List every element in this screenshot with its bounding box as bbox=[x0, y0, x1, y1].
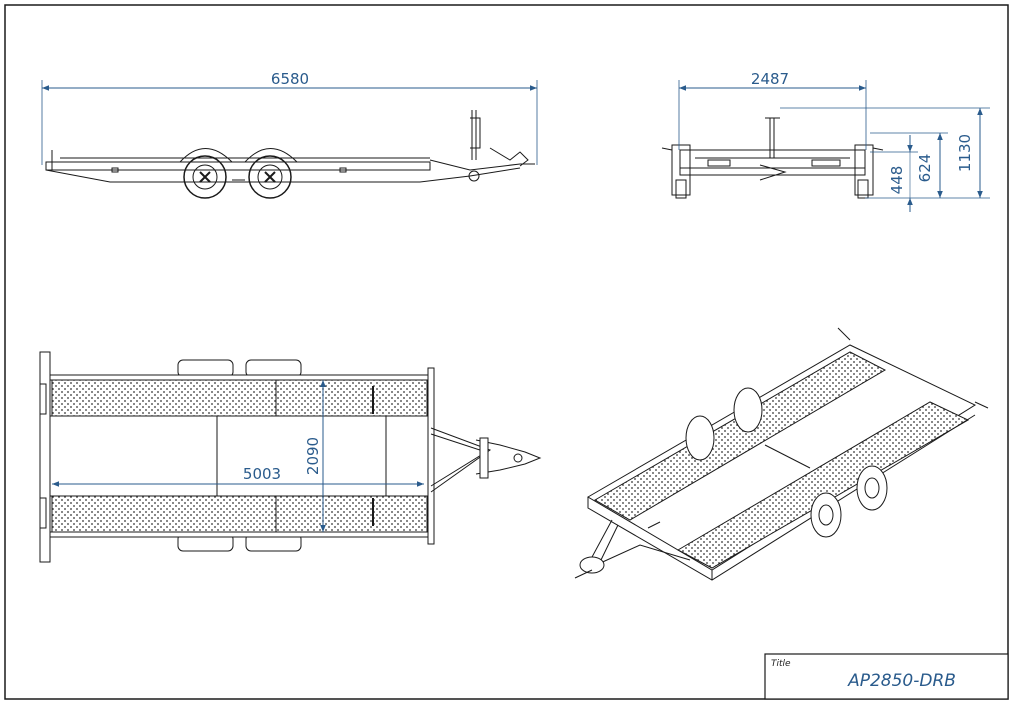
title-block-label: Title bbox=[771, 659, 791, 669]
dim-height-624 bbox=[870, 132, 948, 198]
dim-overall-width-label: 2487 bbox=[751, 70, 789, 88]
dim-height-1130 bbox=[780, 107, 990, 199]
dim-bed-length-label: 5003 bbox=[243, 465, 281, 483]
side-view bbox=[45, 110, 535, 199]
dim-overall-length-label: 6580 bbox=[271, 70, 309, 88]
sheet-border bbox=[4, 4, 1009, 700]
dim-overall-width bbox=[678, 80, 867, 150]
dim-bed-width-label: 2090 bbox=[304, 437, 322, 475]
title-block bbox=[764, 653, 1009, 700]
dim-height-1130-label: 1130 bbox=[956, 134, 974, 172]
isometric-view bbox=[574, 327, 989, 581]
dim-height-448-label: 448 bbox=[888, 166, 906, 195]
dim-overall-length bbox=[41, 80, 538, 165]
title-block-value: AP2850-DRB bbox=[847, 671, 956, 691]
top-view bbox=[39, 351, 542, 563]
front-view bbox=[661, 117, 884, 199]
dim-height-624-label: 624 bbox=[916, 154, 934, 183]
dim-height-448 bbox=[870, 135, 918, 212]
